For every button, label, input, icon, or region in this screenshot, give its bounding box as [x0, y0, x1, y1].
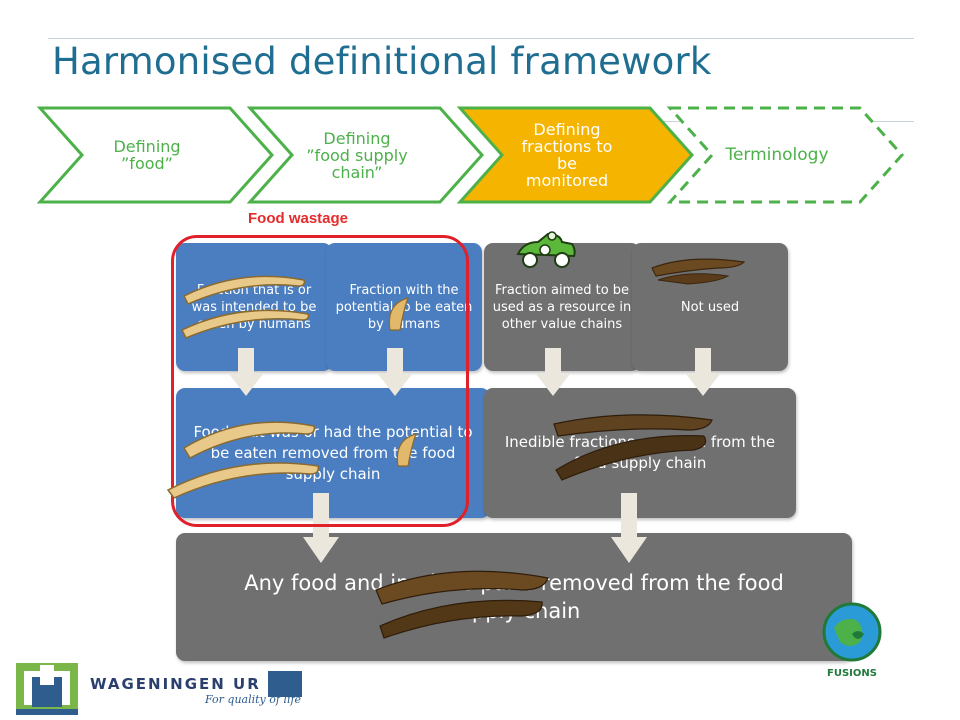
fusions-logo: FUSIONS	[822, 602, 882, 679]
step-terminology: Terminology	[666, 106, 905, 204]
arrow-inedible-to-all	[611, 493, 647, 563]
banana-icon	[166, 462, 320, 499]
step-label: Defining fractions to be monitored	[521, 120, 613, 190]
banana-icon	[182, 275, 306, 305]
box-edible-removed: Food that was or had the potential to be…	[176, 388, 490, 518]
step-defining-fractions: Defining fractions to be monitored	[456, 106, 695, 204]
arrow-notused-to-inedible	[686, 348, 720, 396]
race-car-icon	[516, 231, 576, 268]
step-defining-food-supply-chain: Defining ”food supply chain”	[246, 106, 485, 204]
arrow-potential-to-edible	[378, 348, 412, 396]
arrow-edible-to-all	[303, 493, 339, 563]
wageningen-ur-tagline: For quality of life	[205, 693, 302, 706]
wageningen-ur-logo	[16, 663, 302, 715]
box-resource-other-chains: Fraction aimed to be used as a resource …	[484, 243, 640, 371]
wageningen-ur-wordmark: WAGENINGEN UR	[90, 675, 261, 693]
food-wastage-frame	[171, 235, 469, 527]
step-label: Terminology	[725, 144, 829, 165]
food-wastage-label: Food wastage	[248, 210, 349, 227]
banana-icon	[182, 421, 316, 459]
box-resource-other-chains-text: Fraction aimed to be used as a resource …	[492, 282, 632, 332]
banana-peel-icon	[388, 297, 410, 331]
banana-peel-icon	[396, 433, 418, 467]
banana-icon	[375, 570, 549, 639]
banana-peel-icon	[651, 258, 746, 285]
arrow-resource-to-inedible	[536, 348, 570, 396]
step-label: Defining ”food supply chain”	[306, 128, 408, 182]
page-title: Harmonised definitional framework	[52, 40, 712, 83]
box-not-used-text: Not used	[680, 299, 740, 315]
title-rule	[48, 38, 914, 39]
arrow-intended-to-edible	[229, 348, 263, 396]
step-defining-food: Defining ”food”	[36, 106, 275, 204]
banana-icon	[180, 309, 310, 339]
svg-text:FUSIONS: FUSIONS	[827, 668, 877, 679]
step-label: Defining ”food”	[113, 137, 181, 173]
banana-peel-icon	[553, 414, 713, 481]
